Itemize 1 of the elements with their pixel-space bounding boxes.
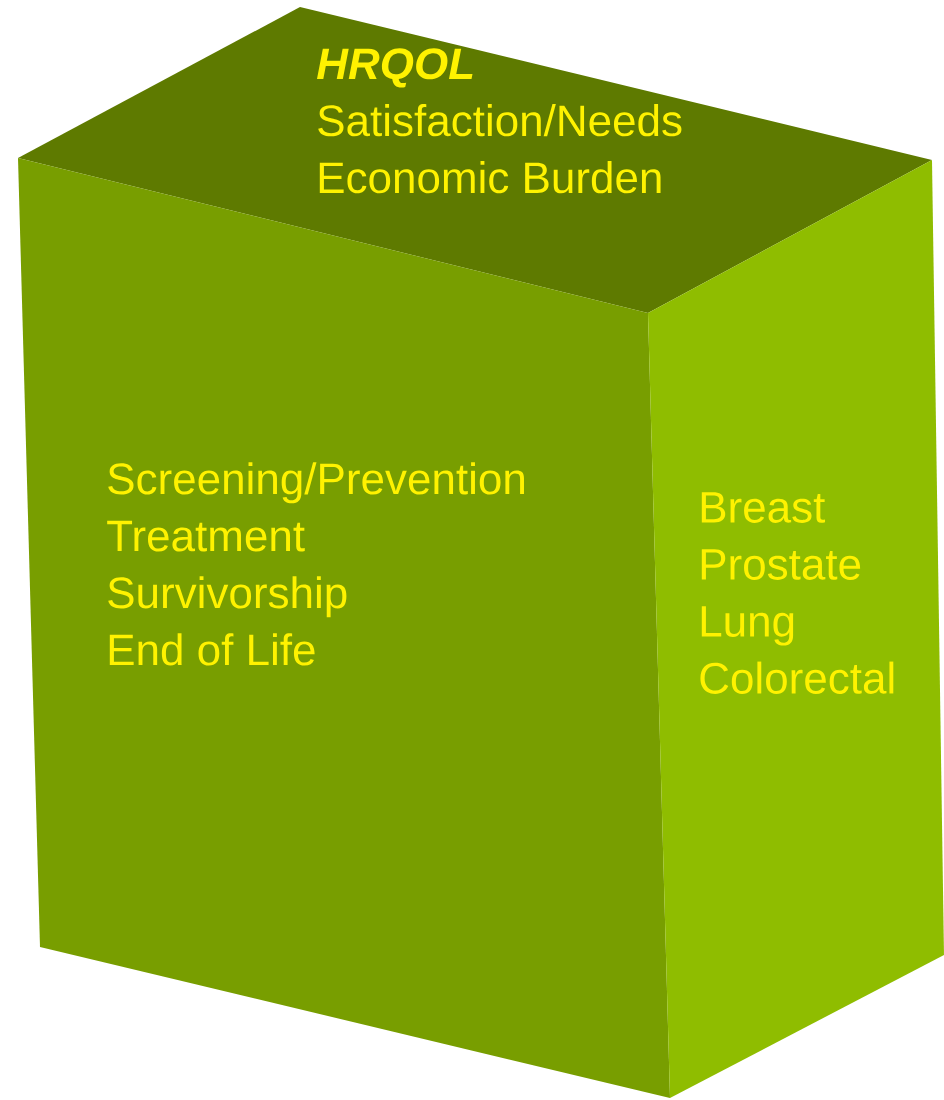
cube-top-face: HRQOL Satisfaction/Needs Economic Burden: [18, 7, 932, 313]
